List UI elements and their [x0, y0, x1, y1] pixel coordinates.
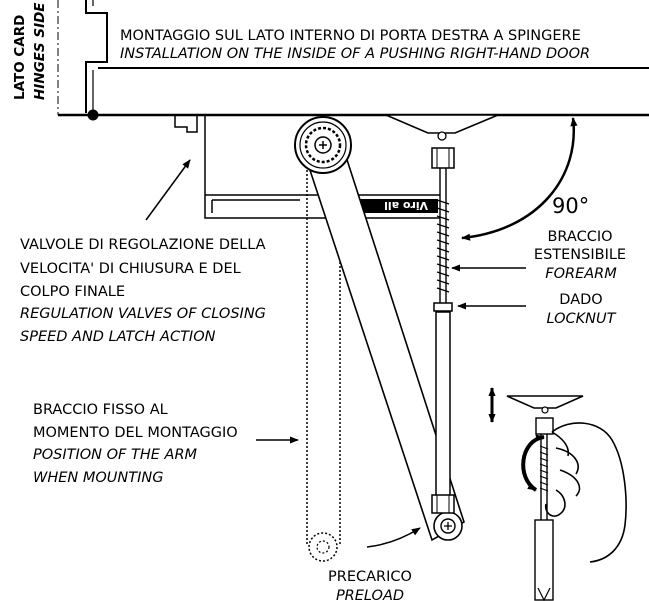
arm-mounting-label: BRACCIO FISSO AL MOMENTO DEL MONTAGGIO P…	[33, 402, 299, 486]
preload-it: PRECARICO	[328, 569, 412, 585]
valves-en-line2: SPEED AND LATCH ACTION	[20, 329, 216, 345]
rotate-icon	[521, 434, 545, 492]
locknut-label: DADO LOCKNUT	[457, 292, 617, 327]
title-it: MONTAGGIO SUL LATO INTERNO DI PORTA DEST…	[120, 28, 581, 44]
valves-it-line3: COLPO FINALE	[20, 284, 125, 300]
inset-bracket	[506, 395, 584, 409]
mounting-it-line1: BRACCIO FISSO AL	[33, 402, 168, 418]
main-arm	[294, 116, 465, 542]
forearm-label: BRACCIO ESTENSIBILE FOREARM	[451, 229, 626, 282]
title-en: INSTALLATION ON THE INSIDE OF A PUSHING …	[120, 46, 590, 62]
valves-it-line2: VELOCITA' DI CHIUSURA E DEL	[20, 261, 241, 277]
adjustment-inset	[488, 387, 627, 601]
body-brand: Viro all	[384, 199, 428, 212]
hinge-pivot-dot	[87, 109, 99, 121]
preload-en: PRELOAD	[336, 588, 404, 601]
hinges-side-en: HINGES SIDE	[32, 2, 48, 100]
valves-en-line1: REGULATION VALVES OF CLOSING	[20, 306, 266, 322]
hinges-side-it: LATO CARD	[12, 15, 28, 100]
forearm-it-line2: ESTENSIBILE	[534, 247, 626, 263]
locknut-en: LOCKNUT	[547, 311, 617, 327]
forearm-en: FOREARM	[545, 266, 617, 282]
preload-label: PRECARICO PRELOAD	[328, 527, 421, 601]
hinges-side-label: LATO CARD HINGES SIDE	[12, 2, 48, 100]
angle-label: 90°	[552, 194, 589, 218]
mounting-en-line1: POSITION OF THE ARM	[33, 447, 198, 463]
locknut-it: DADO	[559, 292, 602, 308]
regulation-valves-label: VALVOLE DI REGOLAZIONE DELLA VELOCITA' D…	[20, 159, 266, 345]
hand-icon	[544, 422, 627, 563]
mounting-it-line2: MOMENTO DEL MONTAGGIO	[33, 425, 238, 441]
angle-arc	[461, 117, 578, 241]
door-frame-outline	[85, 0, 108, 113]
mounting-en-line2: WHEN MOUNTING	[33, 470, 163, 486]
valves-it-line1: VALVOLE DI REGOLAZIONE DELLA	[20, 237, 266, 253]
forearm-it-line1: BRACCIO	[547, 229, 612, 245]
